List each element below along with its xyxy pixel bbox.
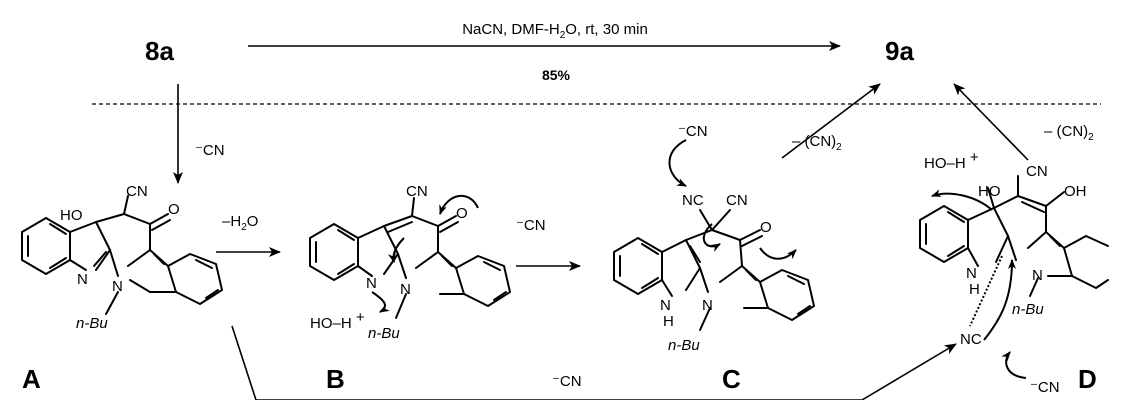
D-curly-arrow-1 [931,189,993,211]
D-nc: NC [960,331,982,348]
compound-9a: 9a [885,36,914,66]
arrow-D-to-9a [953,83,1029,161]
D-cn: CN [1026,163,1048,180]
B-curly-arrow-3 [371,291,390,313]
C-curly-arrow-2 [702,223,721,252]
C-minus-cyanogen: – (CN)2 [792,133,842,153]
direct-yield: 85% [542,67,571,83]
direct-conditions: NaCN, DMF-H2O, rt, 30 min [462,21,648,41]
label-B: B [326,364,345,394]
B-ring-n: N [400,281,411,298]
A-ring-n: N [112,278,123,295]
D-butyl: n-Bu [1012,301,1044,318]
C-curly-arrow-1 [668,139,687,187]
D-cyanide: ⁻CN [1030,379,1060,396]
arrow-A-to-D [231,325,957,400]
C-cn: CN [726,192,748,209]
B-cn: CN [406,183,428,200]
structure-B: CN O N N n-Bu [309,183,511,342]
B-oxo: O [456,205,468,222]
structure-D: HO CN OH N H N n-Bu NC [919,163,1109,379]
A-oh: HO [60,207,83,224]
label-C: C [722,364,741,394]
C-oxo: O [760,219,772,236]
C-nh-h: H [663,313,674,330]
A-oxo: O [168,201,180,218]
D-curly-arrow-3 [1001,351,1027,379]
C-curly-arrow-3 [759,247,797,260]
D-ring-n: N [1032,267,1043,284]
D-nh-n: N [966,265,977,282]
D-curly-arrow-2 [983,259,1016,341]
label-D: D [1078,364,1097,394]
D-minus-cyanogen: – (CN)2 [1044,123,1094,143]
B-water-proton: HO–H + [310,309,365,332]
A-butyl: n-Bu [76,315,108,332]
D-water-proton: HO–H + [924,149,979,172]
D-oh-top: HO [978,183,1001,200]
C-butyl: n-Bu [668,337,700,354]
B-butyl: n-Bu [368,325,400,342]
bottom-cyanide: ⁻CN [552,373,582,390]
B-curly-arrow-2 [387,237,405,263]
C-nc: NC [682,192,704,209]
B-imine-n: N [366,275,377,292]
A-imine-n: N [77,271,88,288]
C-nh-n: N [660,297,671,314]
cyanide-label-1: ⁻CN [195,142,225,159]
minus-water: –H2O [222,213,258,233]
compound-8a: 8a [145,36,174,66]
C-ring-n: N [702,297,713,314]
structure-C: NC CN O N H N n-Bu [613,139,815,354]
B-cyanide: ⁻CN [516,217,546,234]
A-cn: CN [126,183,148,200]
B-curly-arrow-1 [439,194,479,215]
D-nh-h: H [969,281,980,298]
arrow-C-to-9a [781,83,881,159]
structure-A: HO CN O N N n-Bu [21,183,223,332]
C-cyanide: ⁻CN [678,123,708,140]
label-A: A [22,364,41,394]
D-oh-right: OH [1064,183,1087,200]
